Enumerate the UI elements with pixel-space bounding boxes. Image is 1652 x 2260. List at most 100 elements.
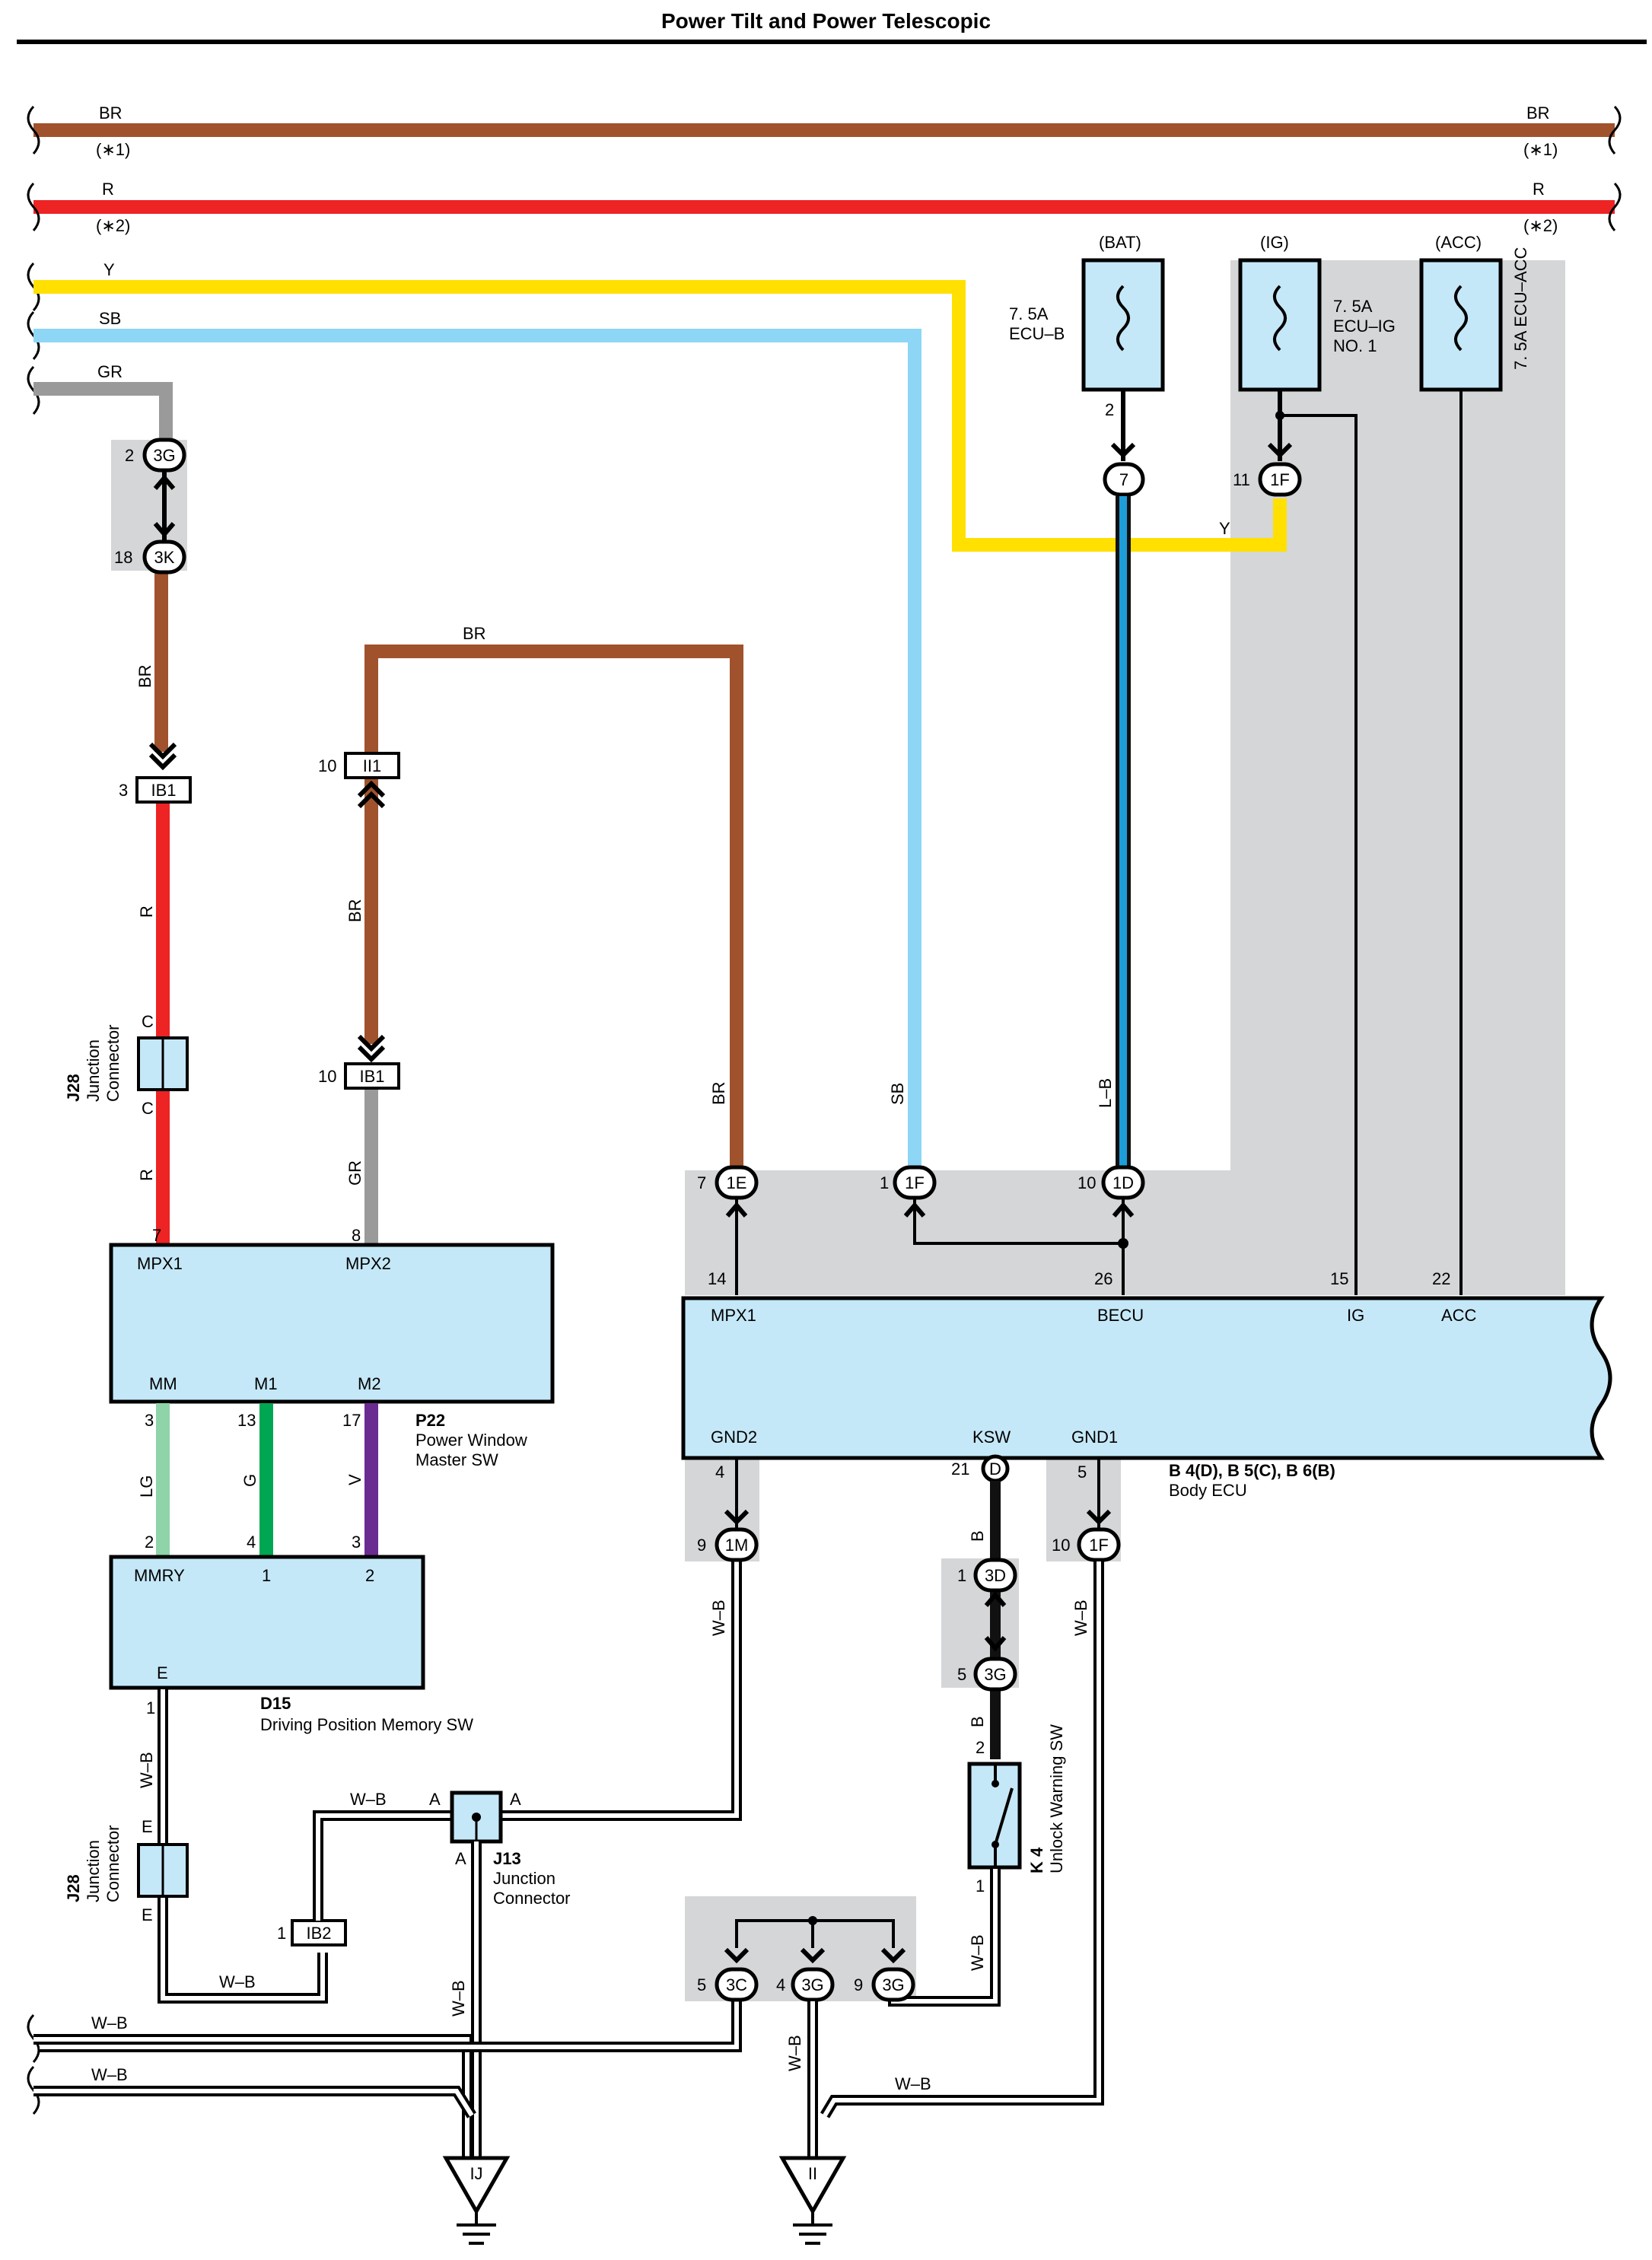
svg-text:(BAT): (BAT): [1099, 233, 1141, 252]
wire-v: 17 3 V: [342, 1403, 378, 1557]
svg-text:J28: J28: [64, 1874, 83, 1902]
svg-text:BR: BR: [463, 624, 486, 643]
svg-text:Driving Position Memory SW: Driving Position Memory SW: [260, 1715, 473, 1734]
svg-text:2: 2: [145, 1533, 154, 1552]
svg-text:BR: BR: [135, 664, 154, 688]
svg-text:C: C: [142, 1012, 154, 1031]
svg-text:GND2: GND2: [711, 1428, 757, 1447]
svg-text:7. 5A ECU–ACC: 7. 5A ECU–ACC: [1511, 247, 1530, 370]
svg-text:Connector: Connector: [103, 1024, 123, 1102]
connector-1m: 4 1M 9: [697, 1459, 759, 1562]
svg-text:W–B: W–B: [91, 2065, 128, 2084]
title-rule: [17, 40, 1647, 44]
svg-text:B: B: [968, 1530, 987, 1542]
connector-3k: 3K 18: [114, 540, 186, 575]
svg-text:ECU–B: ECU–B: [1009, 324, 1065, 343]
svg-text:1E: 1E: [727, 1173, 747, 1192]
svg-text:Power Window: Power Window: [415, 1431, 527, 1450]
svg-text:Junction: Junction: [84, 1840, 103, 1902]
svg-text:W–B: W–B: [785, 2035, 804, 2071]
svg-text:10: 10: [1052, 1536, 1070, 1555]
wire-br-left: BR: [135, 572, 168, 752]
svg-text:W–B: W–B: [895, 2074, 931, 2093]
svg-text:(ACC): (ACC): [1435, 233, 1482, 252]
svg-text:II1: II1: [363, 756, 381, 775]
wire-wb-gnd2: W–B: [502, 1561, 742, 1821]
svg-text:M2: M2: [358, 1374, 381, 1393]
svg-text:13: 13: [237, 1411, 256, 1430]
svg-text:3K: 3K: [154, 548, 175, 567]
svg-text:IB2: IB2: [306, 1924, 331, 1943]
svg-text:10: 10: [1077, 1173, 1096, 1192]
svg-text:11: 11: [1233, 470, 1250, 489]
svg-text:10: 10: [318, 1067, 336, 1086]
svg-text:(∗1): (∗1): [96, 140, 130, 159]
junction-j13: A A A J13 Junction Connector: [429, 1790, 571, 1908]
svg-text:14: 14: [708, 1269, 726, 1288]
svg-text:GR: GR: [345, 1160, 364, 1186]
svg-text:V: V: [345, 1474, 364, 1485]
wire-br-middle: BR BR BR: [345, 624, 743, 1170]
wire-g: 13 4 G: [237, 1403, 273, 1557]
svg-text:E: E: [142, 1817, 153, 1836]
svg-text:Unlock Warning SW: Unlock Warning SW: [1047, 1724, 1066, 1873]
shaded-regions: [111, 260, 1565, 2001]
fuse-ecu-acc: (ACC) 7. 5A ECU–ACC: [1419, 233, 1530, 1295]
svg-text:1F: 1F: [1089, 1536, 1109, 1555]
svg-text:7: 7: [152, 1226, 161, 1245]
link-3g-3k: [153, 472, 176, 540]
svg-text:ECU–IG: ECU–IG: [1333, 317, 1396, 336]
svg-text:2: 2: [365, 1566, 374, 1585]
svg-text:W–B: W–B: [219, 1972, 256, 1991]
svg-text:5: 5: [957, 1665, 966, 1684]
svg-text:7: 7: [1119, 470, 1128, 489]
connector-1e: 1E 7 14: [697, 1165, 759, 1295]
pin-22: 22: [1432, 1269, 1450, 1288]
svg-text:17: 17: [342, 1411, 361, 1430]
svg-text:R: R: [137, 1169, 156, 1181]
svg-text:A: A: [455, 1849, 466, 1868]
svg-text:MM: MM: [149, 1374, 177, 1393]
connector-ib1-middle: IB1 10: [318, 1034, 400, 1090]
svg-text:Connector: Connector: [103, 1825, 123, 1902]
svg-text:(∗2): (∗2): [96, 216, 130, 235]
svg-text:W–B: W–B: [709, 1600, 728, 1636]
svg-text:Master SW: Master SW: [415, 1450, 498, 1469]
svg-text:7: 7: [697, 1173, 706, 1192]
svg-text:BR: BR: [345, 899, 364, 922]
connector-ib2: IB2 1: [277, 1919, 347, 1947]
svg-text:MPX2: MPX2: [345, 1254, 391, 1273]
bus-r: R (∗2) R (∗2): [33, 180, 1615, 235]
wire-wb-ij: W–B: [449, 1841, 482, 2161]
svg-text:10: 10: [318, 756, 336, 775]
svg-text:MPX1: MPX1: [137, 1254, 183, 1273]
wire-wb-ii: W–B: [785, 2001, 818, 2161]
wire-b: B B: [968, 1481, 1001, 1759]
svg-text:B 4(D), B 5(C), B 6(B): B 4(D), B 5(C), B 6(B): [1169, 1461, 1335, 1480]
wire-wb-gnd1: W–B W–B: [820, 1561, 1104, 2118]
connector-1f-mid: 1F 1: [880, 1165, 1123, 1245]
svg-text:3: 3: [145, 1411, 154, 1430]
svg-text:3G: 3G: [801, 1975, 823, 1994]
connector-ii1: II1 10: [318, 752, 400, 809]
svg-text:1D: 1D: [1112, 1173, 1134, 1192]
svg-text:R: R: [137, 906, 156, 918]
svg-text:IJ: IJ: [469, 2164, 482, 2183]
svg-text:IG: IG: [1347, 1306, 1364, 1325]
svg-text:Junction: Junction: [84, 1039, 103, 1102]
svg-text:K 4: K 4: [1027, 1847, 1046, 1873]
svg-text:J28: J28: [64, 1074, 83, 1102]
svg-text:5: 5: [1077, 1463, 1087, 1482]
svg-text:GR: GR: [97, 362, 123, 381]
svg-text:W–B: W–B: [137, 1752, 156, 1788]
svg-text:MMRY: MMRY: [134, 1566, 185, 1585]
svg-text:BR: BR: [99, 103, 123, 123]
svg-text:D15: D15: [260, 1694, 291, 1713]
svg-text:1: 1: [262, 1566, 271, 1585]
bus-br: BR (∗1) BR (∗1): [33, 103, 1615, 159]
svg-text:1M: 1M: [725, 1536, 749, 1555]
ground-splice: 3C 5 3G 4 3G 9: [697, 1916, 915, 2002]
connector-3g-top: 3G 2: [125, 438, 186, 473]
svg-text:3G: 3G: [153, 446, 175, 465]
svg-text:P22: P22: [415, 1411, 445, 1430]
